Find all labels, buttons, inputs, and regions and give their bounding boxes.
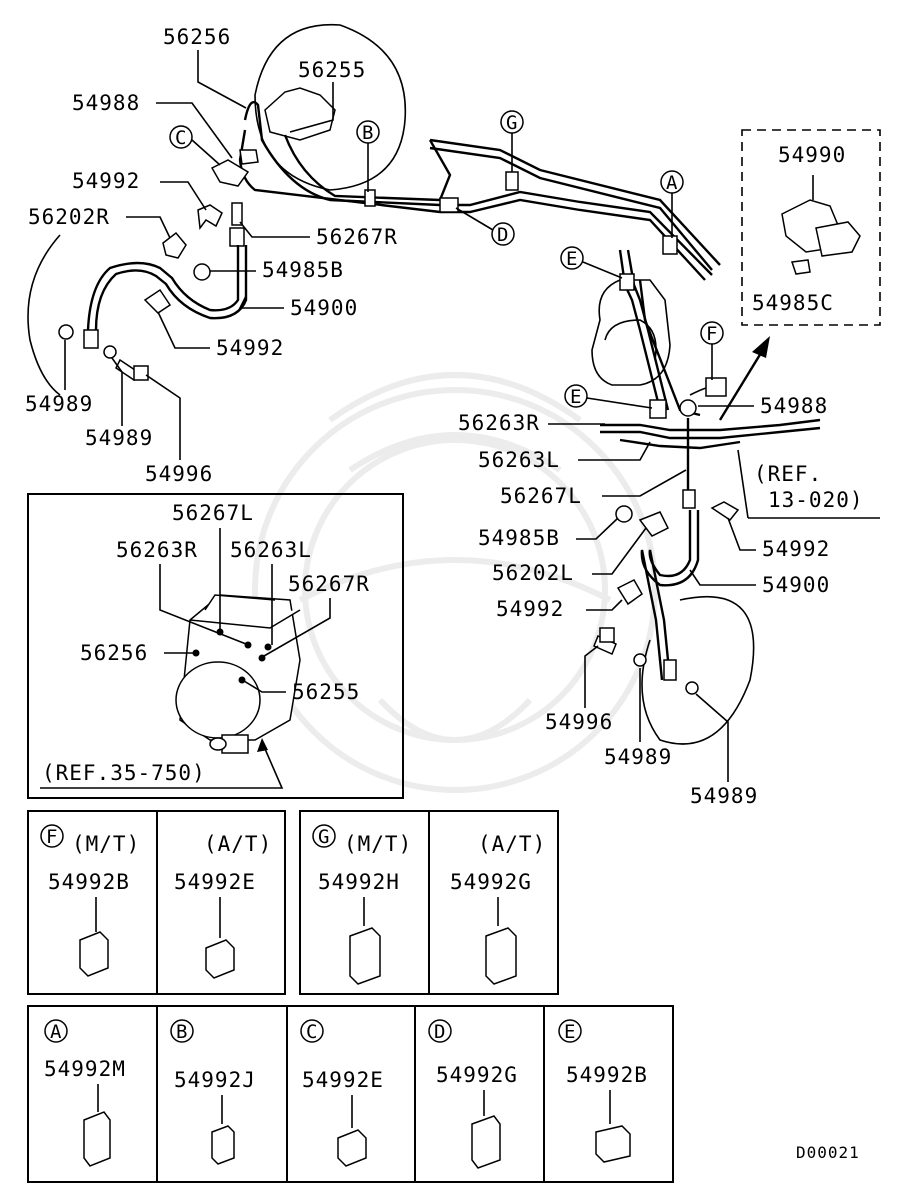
label-54988-right: 54988 bbox=[760, 394, 828, 418]
label-54989-d: 54989 bbox=[690, 784, 758, 808]
hcu-inset: 56267L 56263R 56263L 56267R 56256 56255 … bbox=[27, 493, 404, 799]
label-54996-top: 54996 bbox=[145, 462, 213, 486]
bottom-E-letter: E bbox=[564, 1021, 576, 1043]
label-56263L-right: 56263L bbox=[478, 448, 560, 472]
inset-label-56256: 56256 bbox=[80, 641, 148, 665]
bottom-E-part: 54992B bbox=[566, 1063, 648, 1087]
label-54992-right: 54992 bbox=[496, 597, 564, 621]
label-56267R-top: 56267R bbox=[316, 225, 398, 249]
table-F-at-part: 54992E bbox=[174, 870, 256, 894]
bottom-D-letter: D bbox=[434, 1021, 446, 1043]
label-54989-a: 54989 bbox=[25, 392, 93, 416]
table-G-mt: (M/T) bbox=[344, 832, 412, 856]
right-brake-assembly bbox=[591, 249, 821, 745]
table-G-at-part: 54992G bbox=[450, 870, 532, 894]
label-ref-13-020-b: 13-020) bbox=[768, 488, 864, 512]
label-54990: 54990 bbox=[778, 143, 846, 167]
label-54996-right: 54996 bbox=[545, 710, 613, 734]
bottom-D-part: 54992G bbox=[436, 1063, 518, 1087]
letter-D-top: D bbox=[497, 224, 509, 246]
bottom-A-letter: A bbox=[50, 1021, 62, 1043]
letter-G-top: G bbox=[506, 112, 518, 134]
inset-ref-35-750: (REF.35-750) bbox=[42, 761, 206, 785]
letter-E-lower: E bbox=[570, 386, 582, 408]
label-54989-b: 54989 bbox=[85, 426, 153, 450]
diagram-code: D00021 bbox=[796, 1143, 860, 1162]
label-54992-right2: 54992 bbox=[762, 537, 830, 561]
letter-A-right: A bbox=[666, 172, 678, 194]
label-54985B-right: 54985B bbox=[478, 526, 560, 550]
callout-labels: 56256 56255 54988 C B G D 54992 56202R 5… bbox=[25, 25, 880, 808]
inset-label-56255: 56255 bbox=[292, 680, 360, 704]
label-54900-top: 54900 bbox=[290, 296, 358, 320]
label-54985B-top: 54985B bbox=[262, 258, 344, 282]
inset-54990: 54990 54985C bbox=[741, 129, 881, 326]
label-56263R-right: 56263R bbox=[458, 411, 540, 435]
letter-C-top: C bbox=[175, 127, 187, 149]
label-54989-c: 54989 bbox=[604, 745, 672, 769]
label-56202R: 56202R bbox=[28, 205, 110, 229]
bottom-C-part: 54992E bbox=[302, 1068, 384, 1092]
table-G-at: (A/T) bbox=[478, 832, 546, 856]
clip-table-G: G (M/T) (A/T) 54992H 54992G bbox=[299, 810, 559, 995]
left-front-brake-assembly bbox=[27, 23, 721, 396]
label-56202L: 56202L bbox=[492, 561, 574, 585]
table-F-mt: (M/T) bbox=[72, 832, 140, 856]
inset-label-56263R: 56263R bbox=[116, 538, 198, 562]
label-56267L-right: 56267L bbox=[500, 484, 582, 508]
letter-E-upper: E bbox=[566, 248, 578, 270]
clip-table-F: F (M/T) (A/T) 54992B 54992E bbox=[27, 810, 286, 995]
bottom-B-part: 54992J bbox=[174, 1068, 256, 1092]
inset-label-56267L: 56267L bbox=[172, 501, 254, 525]
table-G-mt-part: 54992H bbox=[318, 870, 400, 894]
label-54992-mid: 54992 bbox=[216, 336, 284, 360]
label-56255: 56255 bbox=[298, 58, 366, 82]
inset-label-56267R: 56267R bbox=[288, 572, 370, 596]
table-F-mt-part: 54992B bbox=[48, 870, 130, 894]
label-54985C: 54985C bbox=[752, 291, 834, 315]
letter-B-top: B bbox=[362, 122, 374, 144]
table-F-at: (A/T) bbox=[204, 832, 272, 856]
bottom-A-part: 54992M bbox=[44, 1057, 126, 1081]
table-G-letter: G bbox=[318, 826, 330, 848]
label-54992-top: 54992 bbox=[72, 169, 140, 193]
bottom-B-letter: B bbox=[176, 1021, 188, 1043]
clip-table-bottom: A 54992M B 54992J C 54992E D 54992G E 54… bbox=[27, 1005, 674, 1183]
label-ref-13-020-a: (REF. bbox=[754, 462, 822, 486]
label-54988-top: 54988 bbox=[72, 91, 140, 115]
inset-label-56263L: 56263L bbox=[230, 538, 312, 562]
label-56256: 56256 bbox=[163, 25, 231, 49]
table-F-letter: F bbox=[46, 826, 58, 848]
label-54900-right: 54900 bbox=[762, 573, 830, 597]
letter-F-right: F bbox=[706, 323, 718, 345]
bottom-C-letter: C bbox=[306, 1021, 318, 1043]
watermark-emblem bbox=[252, 372, 658, 793]
